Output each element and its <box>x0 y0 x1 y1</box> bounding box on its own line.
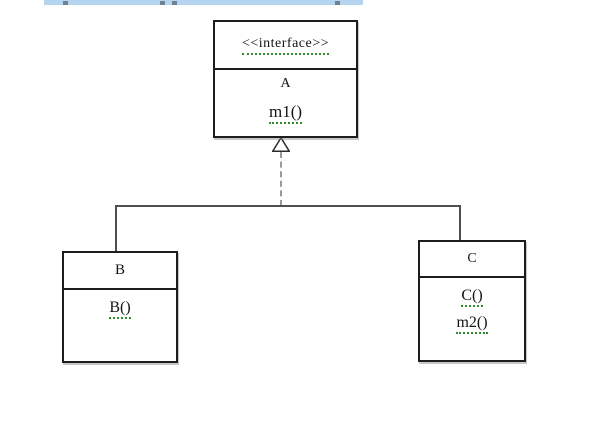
class-c-constructor-row: C() <box>420 287 524 307</box>
connector-horizontal-line <box>116 205 461 207</box>
text-descender-mark <box>63 1 68 5</box>
class-b-box: B B() <box>62 251 178 363</box>
class-c-body-compartment: C() m2() <box>420 287 524 334</box>
class-c-method-row: m2() <box>420 314 524 334</box>
interface-method-row: m1() <box>215 102 356 124</box>
class-c-box: C C() m2() <box>418 240 526 362</box>
class-b-method-row: B() <box>64 299 176 319</box>
interface-a-box: <<interface>> A m1() <box>213 20 358 138</box>
realization-dashed-line <box>280 152 282 206</box>
interface-stereotype: <<interface>> <box>215 22 356 70</box>
interface-stereotype-label: <<interface>> <box>241 36 330 55</box>
selected-text-remnant[interactable] <box>44 0 363 5</box>
connector-line-to-c <box>459 205 461 240</box>
class-c-method-m2: m2() <box>456 314 488 334</box>
realization-arrowhead-icon <box>272 137 290 152</box>
interface-name: A <box>280 76 291 91</box>
text-descender-mark <box>160 1 165 5</box>
text-descender-mark <box>335 1 340 5</box>
class-b-constructor: B() <box>109 299 131 319</box>
class-b-name: B <box>64 253 176 290</box>
text-descender-mark <box>172 1 177 5</box>
interface-body-compartment: A m1() <box>215 76 356 124</box>
class-b-body-compartment: B() <box>64 299 176 319</box>
class-c-name: C <box>420 242 524 278</box>
interface-method-m1: m1() <box>268 102 303 124</box>
connector-line-to-b <box>115 205 117 251</box>
class-c-constructor: C() <box>461 287 483 307</box>
